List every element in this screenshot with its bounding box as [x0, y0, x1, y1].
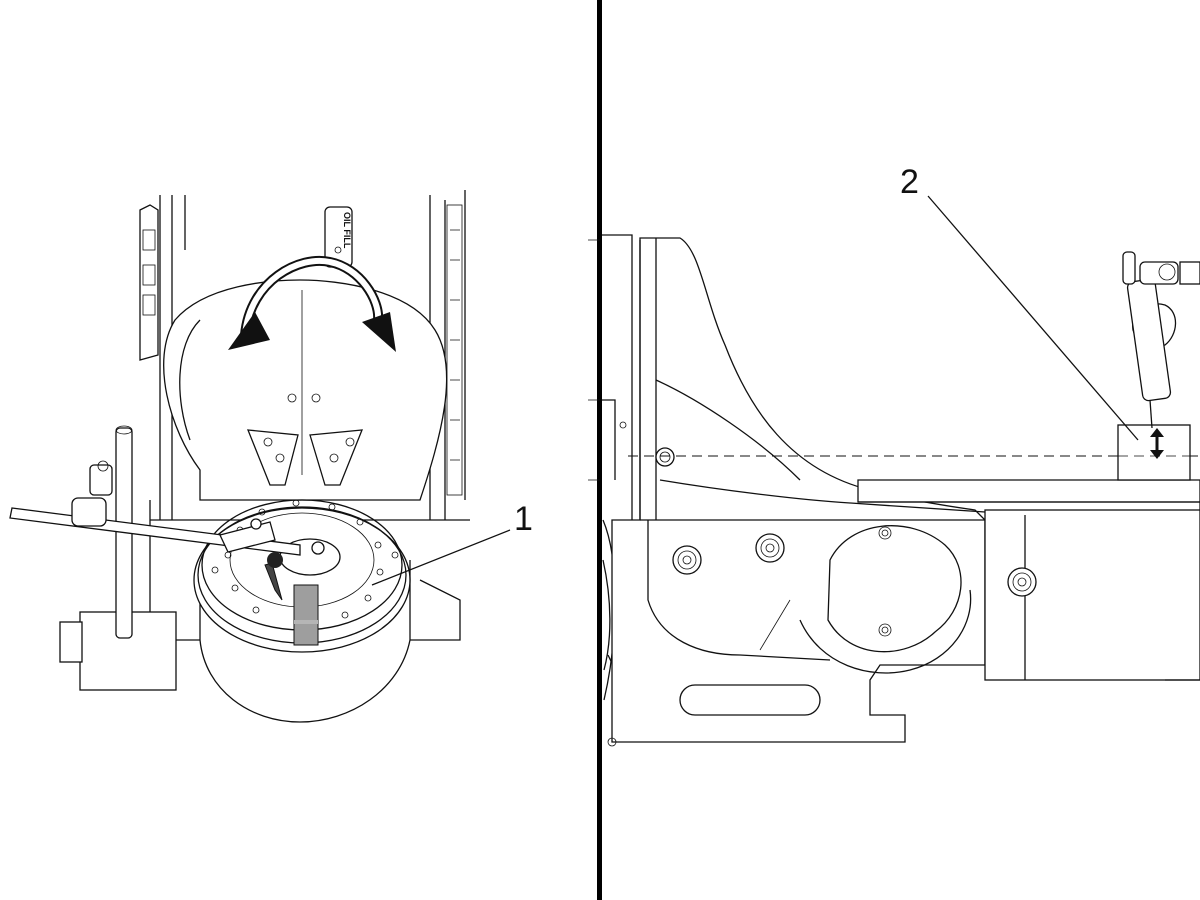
turret-body: [163, 279, 448, 723]
right-panel: 2: [588, 163, 1200, 747]
machine-frame: [139, 190, 470, 641]
rotation-arrow-icon: [228, 255, 396, 352]
callout-1: 1: [371, 500, 533, 586]
panel-divider: [597, 0, 602, 900]
dial-indicator-icon: [9, 460, 325, 601]
magnetic-base: [59, 425, 177, 691]
dial-indicator-right: [1122, 251, 1200, 429]
callout-1-label: 1: [514, 500, 533, 538]
mounting-bolts: [607, 447, 1037, 747]
oil-fill-label: OIL FILL: [342, 212, 352, 249]
left-panel: OIL FILL: [9, 190, 533, 723]
slot: [679, 684, 821, 716]
callout-2-label: 2: [900, 163, 919, 201]
callout-2: 2: [900, 163, 1139, 441]
circular-cover: [799, 525, 972, 674]
updown-arrow-icon: [1150, 428, 1164, 459]
rotary-table: [193, 499, 411, 653]
